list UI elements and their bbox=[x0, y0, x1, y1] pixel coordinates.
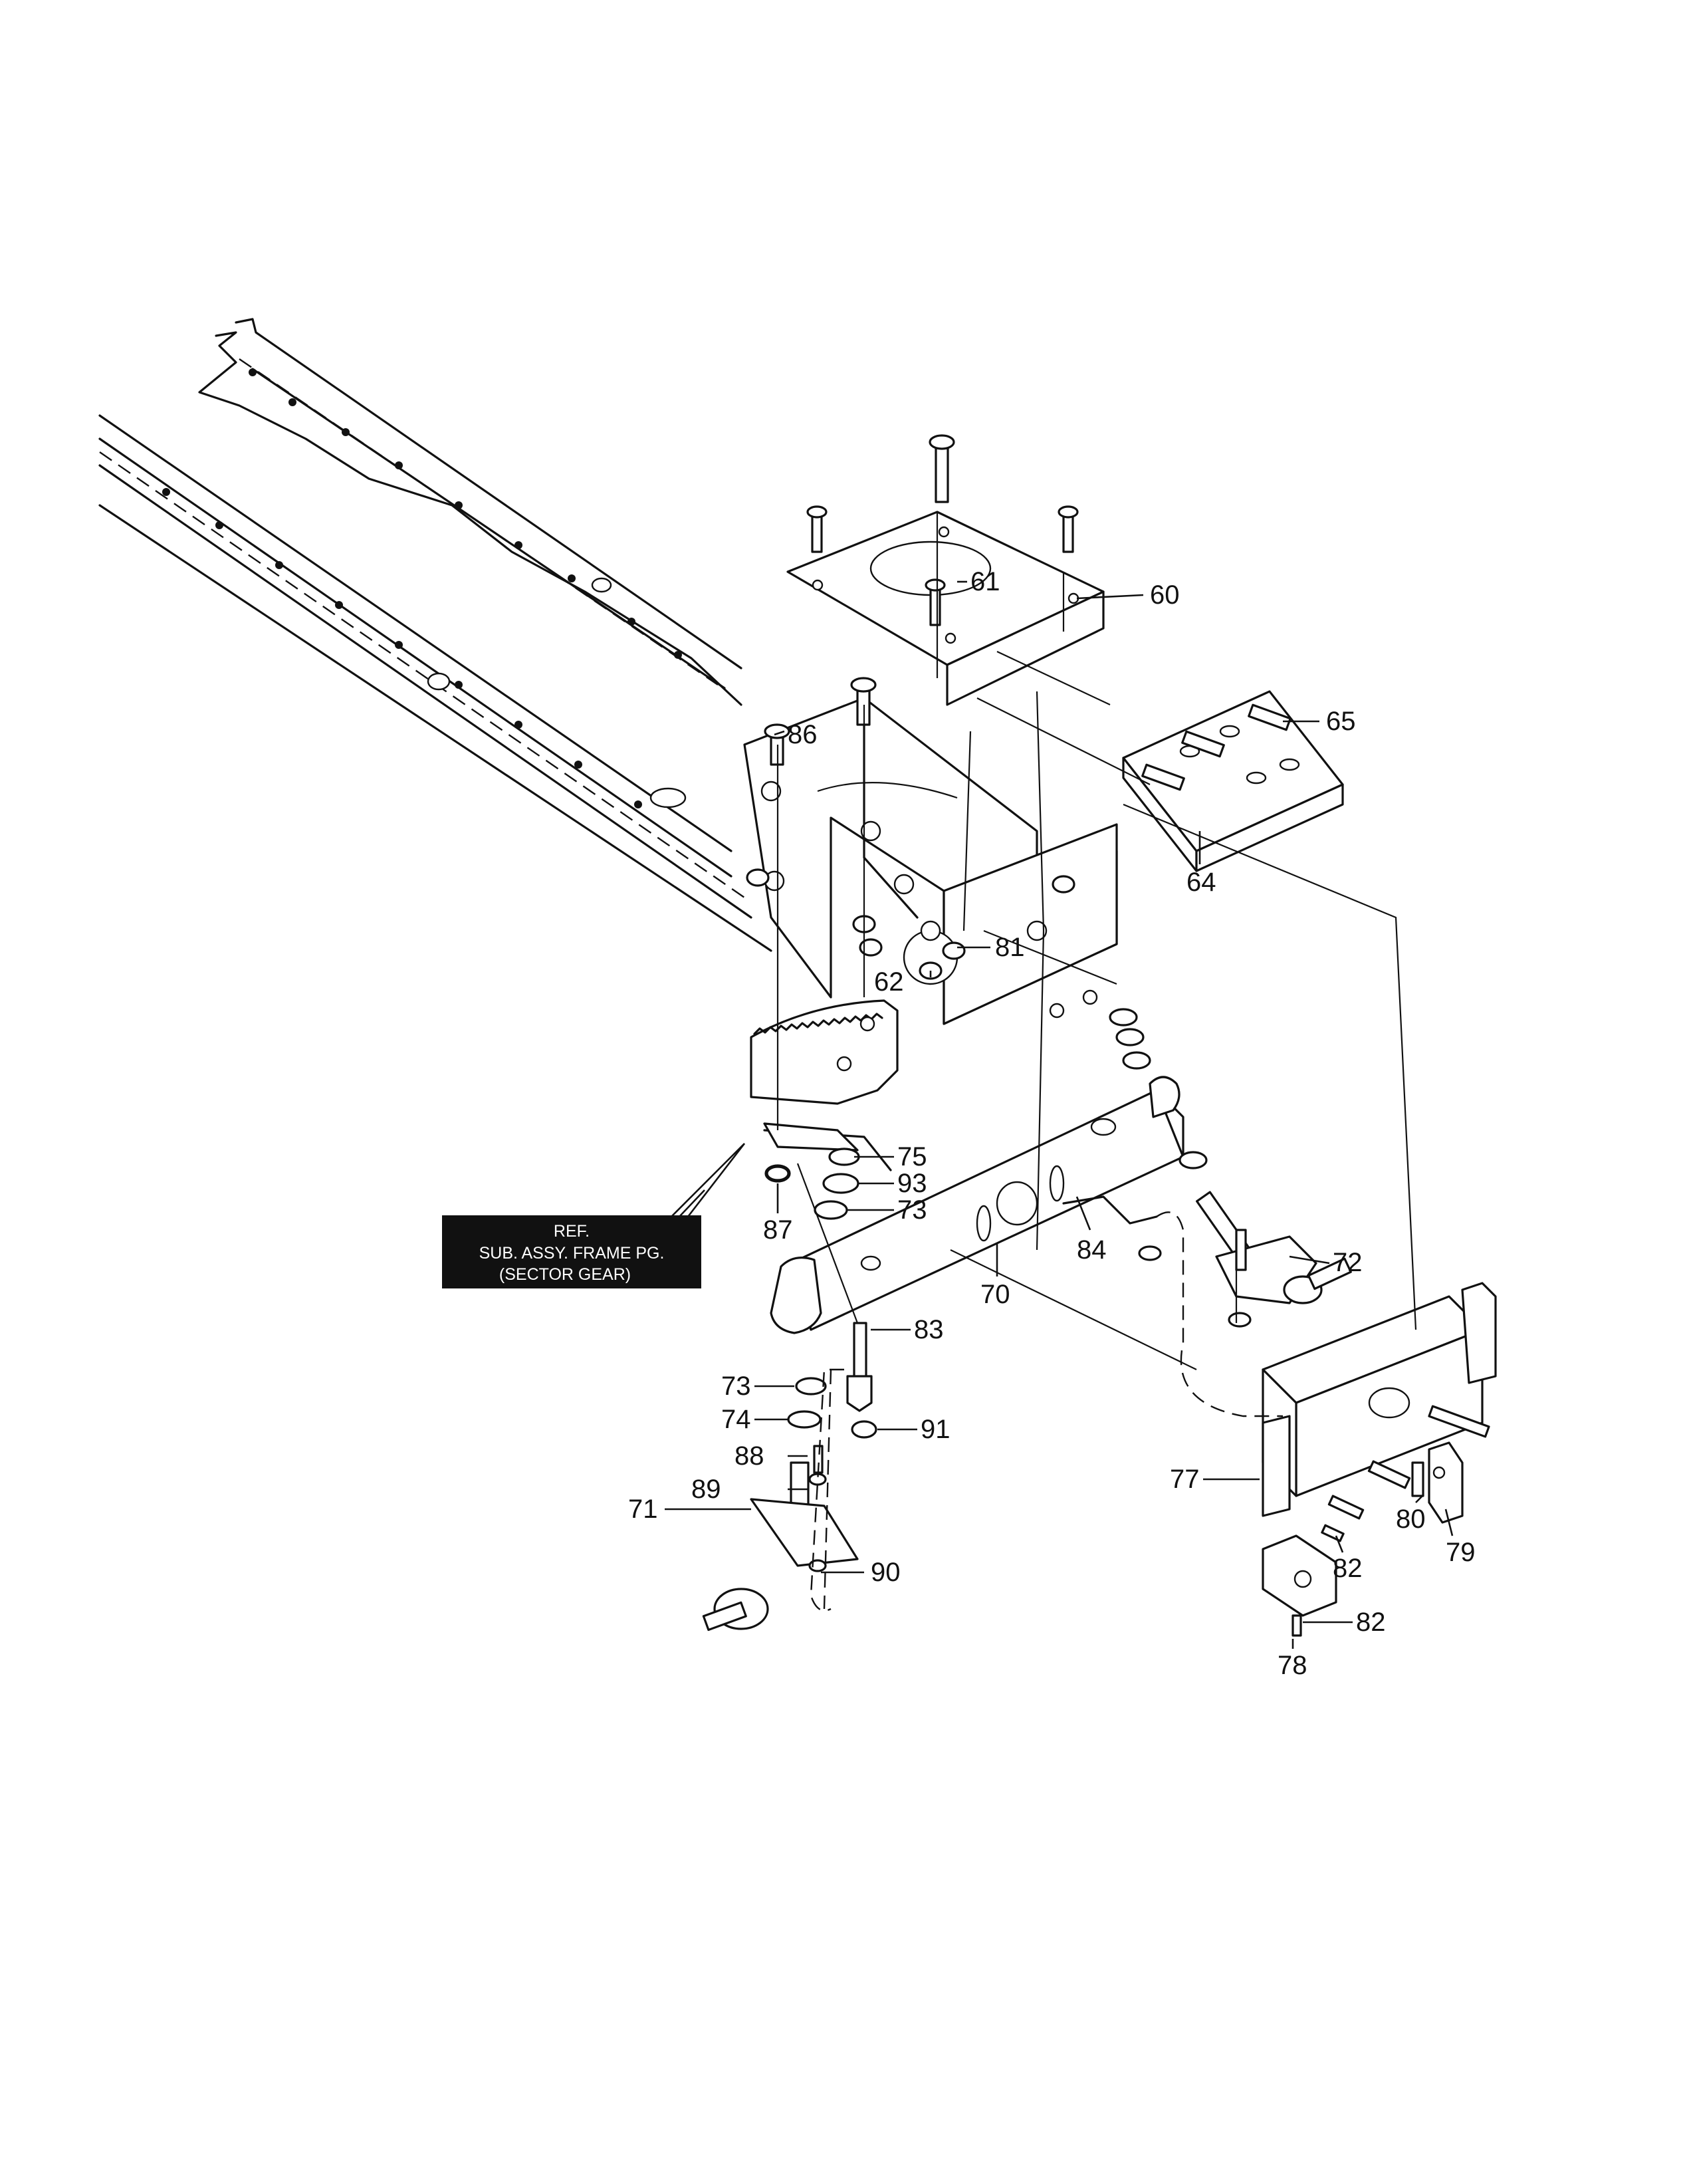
callout-65: 65 bbox=[1326, 707, 1356, 736]
spindle-right bbox=[1196, 1191, 1352, 1304]
sector-gear bbox=[750, 999, 899, 1171]
center-bracket bbox=[743, 697, 1118, 1025]
reference-line-3: (SECTOR GEAR) bbox=[499, 1265, 631, 1284]
callout-75: 75 bbox=[897, 1142, 927, 1171]
frame-rail-upper bbox=[198, 318, 742, 706]
callout-84: 84 bbox=[1077, 1235, 1107, 1265]
leader-lines bbox=[665, 580, 1454, 1649]
callout-64: 64 bbox=[1186, 868, 1216, 897]
rail-holes bbox=[162, 368, 687, 808]
callout-numbers: 60 61 62 64 65 70 71 72 73 73 74 75 77 7… bbox=[628, 567, 1476, 1680]
callout-62: 62 bbox=[874, 967, 904, 997]
callout-77: 77 bbox=[1170, 1465, 1200, 1494]
callout-86: 86 bbox=[788, 720, 818, 749]
callout-80: 80 bbox=[1396, 1505, 1426, 1534]
frame-rail-lower bbox=[98, 414, 772, 952]
callout-87: 87 bbox=[763, 1215, 793, 1245]
callout-71: 71 bbox=[628, 1495, 658, 1524]
hardware bbox=[746, 434, 1490, 1637]
reference-line-1: REF. bbox=[554, 1222, 590, 1241]
callout-90: 90 bbox=[871, 1558, 901, 1587]
callout-79: 79 bbox=[1446, 1538, 1476, 1567]
callout-74: 74 bbox=[721, 1405, 751, 1434]
callout-91: 91 bbox=[921, 1415, 951, 1444]
callout-60: 60 bbox=[1150, 580, 1180, 610]
callout-78: 78 bbox=[1278, 1651, 1307, 1680]
callout-72: 72 bbox=[1333, 1248, 1363, 1277]
reference-box: REF. SUB. ASSY. FRAME PG. (SECTOR GEAR) bbox=[442, 1215, 701, 1288]
front-axle bbox=[790, 1076, 1184, 1331]
callout-89: 89 bbox=[691, 1475, 721, 1504]
callout-73-upper: 73 bbox=[897, 1195, 927, 1225]
callout-73-lower: 73 bbox=[721, 1372, 751, 1401]
mounting-plate bbox=[786, 511, 1105, 706]
spindle-left bbox=[702, 1257, 859, 1632]
callout-61: 61 bbox=[970, 567, 1000, 596]
callout-93: 93 bbox=[897, 1169, 927, 1198]
callout-83: 83 bbox=[914, 1315, 944, 1344]
bracket-78 bbox=[1262, 1534, 1337, 1617]
callout-82-lower: 82 bbox=[1356, 1608, 1386, 1637]
callout-81: 81 bbox=[995, 933, 1025, 962]
pivot-bracket bbox=[1262, 1282, 1497, 1517]
callout-82-upper: 82 bbox=[1333, 1554, 1363, 1583]
bracket-79 bbox=[1428, 1441, 1464, 1524]
assembly-phantom-lines bbox=[776, 512, 1417, 1612]
callout-88: 88 bbox=[734, 1441, 764, 1471]
callout-70: 70 bbox=[980, 1280, 1010, 1309]
reference-line-2: SUB. ASSY. FRAME PG. bbox=[479, 1244, 665, 1263]
